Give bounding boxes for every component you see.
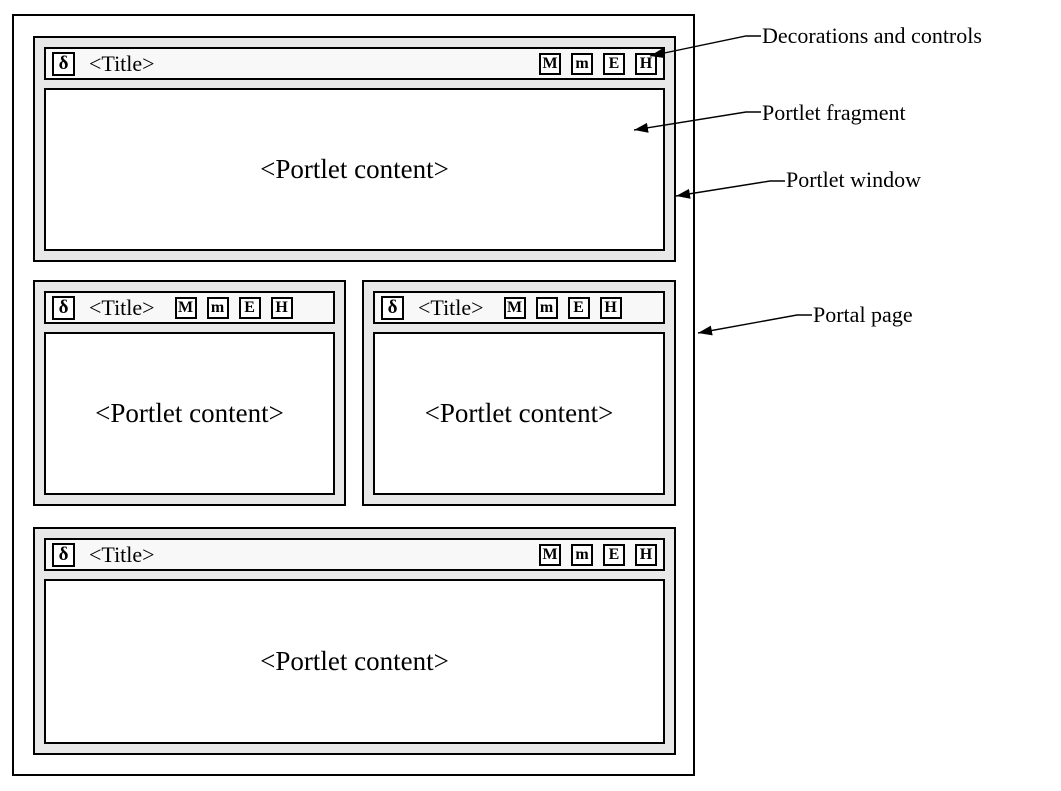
portlet-titlebar: δ <Title> M m E H	[44, 291, 335, 324]
annotation-decorations-and-controls: Decorations and controls	[762, 23, 982, 48]
portlet-delta-icon: δ	[381, 295, 404, 320]
portlet-window-middle-right: δ <Title> M m E H <Portlet content>	[362, 280, 676, 506]
maximize-button[interactable]: M	[503, 296, 526, 319]
help-button[interactable]: H	[599, 296, 622, 319]
maximize-button[interactable]: M	[174, 296, 197, 319]
edit-button[interactable]: E	[603, 543, 625, 566]
portlet-fragment: <Portlet content>	[44, 579, 665, 744]
minimize-button[interactable]: m	[535, 296, 558, 319]
portlet-title: <Title>	[89, 50, 155, 76]
maximize-button[interactable]: M	[539, 543, 561, 566]
annotation-portlet-window: Portlet window	[786, 167, 922, 192]
portlet-fragment: <Portlet content>	[373, 332, 665, 495]
portlet-delta-icon: δ	[52, 51, 75, 76]
annotation-portal-page: Portal page	[813, 302, 913, 327]
help-button[interactable]: H	[635, 52, 657, 75]
arrow-portal-page	[697, 314, 812, 336]
portlet-fragment: <Portlet content>	[44, 332, 335, 495]
minimize-button[interactable]: m	[206, 296, 229, 319]
minimize-button[interactable]: m	[571, 543, 593, 566]
portlet-titlebar: δ <Title> M m E H	[44, 47, 665, 80]
help-button[interactable]: H	[635, 543, 657, 566]
edit-button[interactable]: E	[603, 52, 625, 75]
minimize-button[interactable]: m	[571, 52, 593, 75]
portlet-content-text: <Portlet content>	[424, 398, 614, 428]
portlet-window-middle-left: δ <Title> M m E H <Portlet content>	[33, 280, 346, 506]
portlet-content-text: <Portlet content>	[260, 646, 449, 676]
portlet-window-top: δ <Title> M m E H <Portlet content>	[33, 36, 676, 262]
portlet-delta-icon: δ	[52, 542, 75, 567]
edit-button[interactable]: E	[567, 296, 590, 319]
portal-page: δ <Title> M m E H <Portlet content> δ <T…	[12, 14, 695, 776]
portlet-content-text: <Portlet content>	[260, 154, 449, 184]
portlet-title: <Title>	[89, 541, 155, 567]
portlet-content-text: <Portlet content>	[95, 398, 284, 428]
portlet-title: <Title>	[89, 294, 155, 320]
portlet-titlebar: δ <Title> M m E H	[44, 538, 665, 571]
portlet-delta-icon: δ	[52, 295, 75, 320]
portlet-window-bottom: δ <Title> M m E H <Portlet content>	[33, 527, 676, 755]
portlet-title: <Title>	[418, 294, 484, 320]
portlet-fragment: <Portlet content>	[44, 88, 665, 251]
help-button[interactable]: H	[270, 296, 293, 319]
annotation-portlet-fragment: Portlet fragment	[762, 100, 906, 125]
edit-button[interactable]: E	[238, 296, 261, 319]
maximize-button[interactable]: M	[539, 52, 561, 75]
portlet-titlebar: δ <Title> M m E H	[373, 291, 665, 324]
